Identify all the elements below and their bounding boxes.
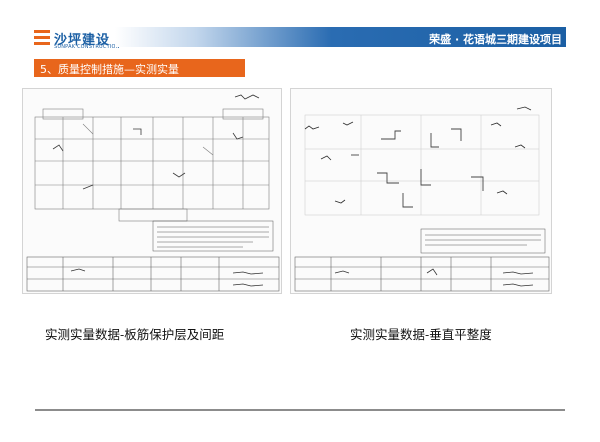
verticality-scan — [290, 88, 552, 294]
verticality-drawing — [294, 106, 550, 292]
floor-plan-drawing — [26, 94, 280, 292]
footer-divider — [35, 409, 565, 411]
section-heading-bar — [34, 59, 245, 77]
logo-subtext: SUNPAK CONSTRUCTION — [54, 44, 120, 50]
floor-plan-scan — [22, 88, 282, 294]
left-caption: 实测实量数据-板筋保护层及间距 — [45, 327, 225, 342]
section-title: 5、质量控制措施—实测实量 — [40, 63, 179, 76]
right-caption: 实测实量数据-垂直平整度 — [350, 327, 492, 342]
logo-text: 沙坪建设 — [54, 33, 111, 48]
header-bar — [115, 27, 566, 47]
project-title: 荣盛 · 花语城三期建设项目 — [429, 33, 562, 46]
logo-icon — [34, 30, 50, 46]
